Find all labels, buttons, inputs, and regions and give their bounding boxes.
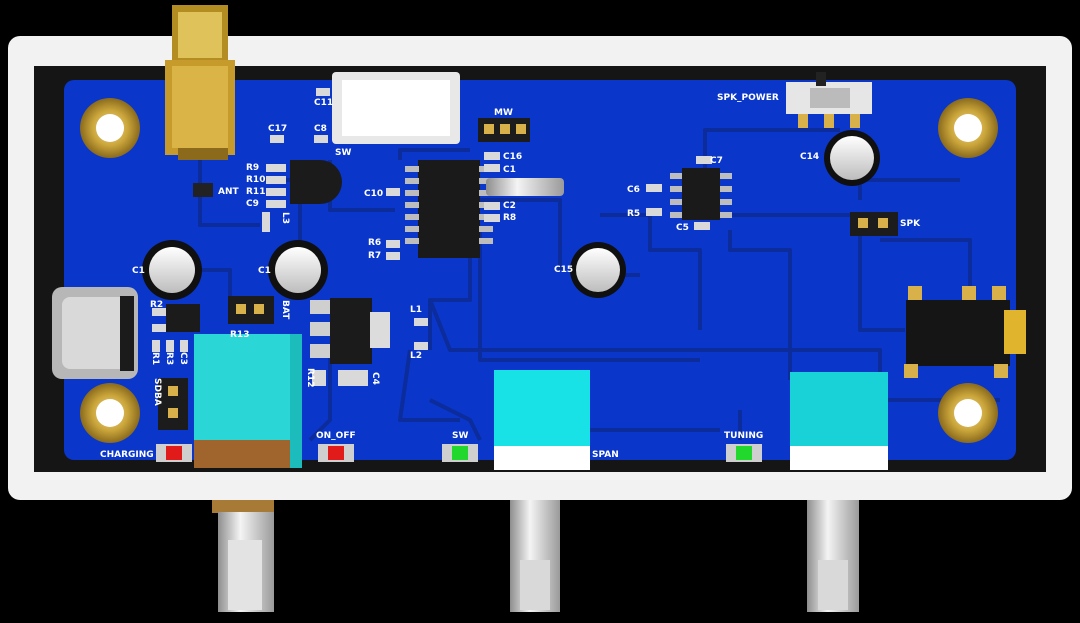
label-r8: R8 bbox=[503, 213, 517, 223]
bat-jumper[interactable] bbox=[228, 296, 274, 324]
sdba-jumper[interactable] bbox=[158, 378, 188, 430]
mounting-hole-top-left bbox=[80, 98, 140, 158]
label-c10: C10 bbox=[364, 189, 384, 199]
span-rotary-knob[interactable] bbox=[494, 370, 590, 470]
capacitor-c13 bbox=[268, 240, 328, 300]
label-mw: MW bbox=[494, 108, 513, 118]
capacitor-c15 bbox=[570, 242, 626, 298]
label-sdba: SDBA bbox=[152, 378, 162, 406]
label-c6: C6 bbox=[627, 185, 640, 195]
charging-rotary-knob[interactable] bbox=[194, 334, 302, 468]
slide-switch-icon[interactable] bbox=[786, 72, 872, 128]
ant-jumper bbox=[193, 183, 213, 197]
label-l3: L3 bbox=[280, 212, 290, 224]
span-knob-shaft bbox=[510, 500, 560, 612]
label-r6: R6 bbox=[368, 238, 382, 248]
label-spk: SPK bbox=[900, 219, 921, 229]
spk-jumper[interactable] bbox=[850, 212, 898, 236]
label-sw-led: SW bbox=[452, 431, 469, 441]
label-c1-left: C1 bbox=[132, 266, 145, 276]
label-c2: C2 bbox=[503, 201, 516, 211]
main-ic-chip bbox=[405, 160, 493, 258]
label-r5: R5 bbox=[627, 209, 641, 219]
transistor bbox=[290, 160, 342, 204]
label-r3: R3 bbox=[164, 352, 174, 366]
label-c15: C15 bbox=[554, 265, 574, 275]
on-off-led bbox=[318, 444, 354, 462]
label-c14: C14 bbox=[800, 152, 820, 162]
label-r11: R11 bbox=[246, 187, 266, 197]
label-c4: C4 bbox=[370, 372, 380, 385]
label-l2: L2 bbox=[410, 351, 422, 361]
tuning-led bbox=[726, 444, 762, 462]
label-c7: C7 bbox=[710, 156, 723, 166]
label-r10: R10 bbox=[246, 175, 266, 185]
label-c8: C8 bbox=[314, 124, 327, 134]
mounting-hole-bottom-right bbox=[938, 383, 998, 443]
label-c16: C16 bbox=[503, 152, 523, 162]
label-ant: ANT bbox=[218, 187, 239, 197]
audio-jack-icon[interactable] bbox=[904, 286, 1026, 378]
tuning-knob-shaft bbox=[807, 500, 859, 612]
tuning-rotary-knob[interactable] bbox=[790, 372, 888, 470]
label-bat: BAT bbox=[280, 300, 290, 320]
usb-c-connector-icon[interactable] bbox=[52, 287, 138, 379]
label-on-off: ON_OFF bbox=[316, 431, 356, 441]
sw-slide-switch[interactable] bbox=[332, 72, 460, 144]
label-c5: C5 bbox=[676, 223, 689, 233]
amp-ic-chip bbox=[670, 168, 732, 220]
label-l1: L1 bbox=[410, 305, 422, 315]
charging-knob-shaft bbox=[212, 495, 274, 612]
sma-antenna-connector-icon bbox=[165, 5, 235, 160]
label-r12: R12 bbox=[305, 368, 315, 388]
label-c17: C17 bbox=[268, 124, 288, 134]
label-r7: R7 bbox=[368, 251, 382, 261]
charger-ic bbox=[166, 304, 200, 332]
sw-led bbox=[442, 444, 478, 462]
smd-components bbox=[152, 88, 712, 386]
mounting-hole-bottom-left bbox=[80, 383, 140, 443]
label-span: SPAN bbox=[592, 450, 619, 460]
mw-jumper[interactable] bbox=[478, 118, 530, 142]
label-spk-power: SPK_POWER bbox=[717, 93, 779, 103]
crystal bbox=[486, 178, 564, 196]
pcb-traces bbox=[148, 128, 1000, 442]
label-sw-top: SW bbox=[335, 148, 352, 158]
label-c3: C3 bbox=[178, 352, 188, 365]
mounting-hole-top-right bbox=[938, 98, 998, 158]
label-tuning: TUNING bbox=[724, 431, 764, 441]
label-charging: CHARGING bbox=[100, 450, 154, 460]
capacitor-c1 bbox=[142, 240, 202, 300]
label-r13: R13 bbox=[230, 330, 250, 340]
label-c9: C9 bbox=[246, 199, 259, 209]
capacitor-c14 bbox=[824, 130, 880, 186]
label-r2: R2 bbox=[150, 300, 164, 310]
led-icon bbox=[156, 444, 192, 462]
label-c1: C1 bbox=[503, 165, 516, 175]
voltage-regulator bbox=[310, 298, 390, 364]
label-r9: R9 bbox=[246, 163, 260, 173]
label-c13: C1 bbox=[258, 266, 271, 276]
label-c11: C11 bbox=[314, 98, 334, 108]
label-r1: R1 bbox=[150, 352, 160, 366]
